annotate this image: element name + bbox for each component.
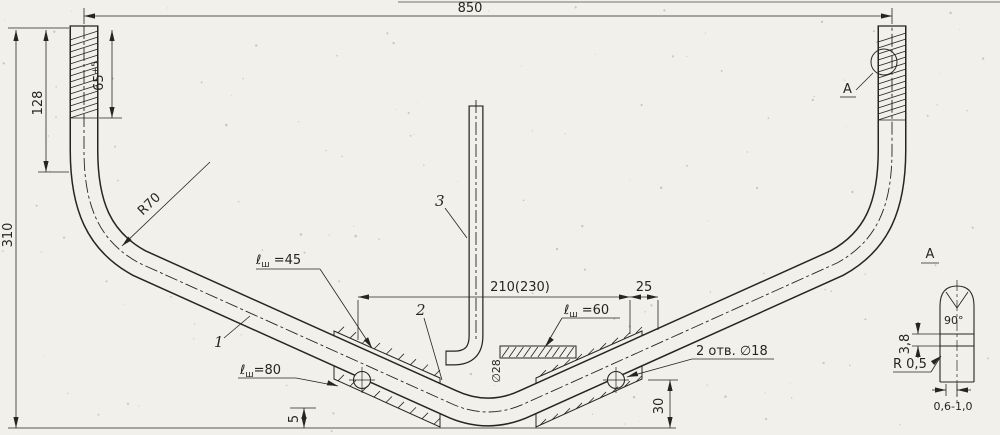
part-label-3: 3	[435, 192, 445, 210]
hole-crosshairs	[349, 367, 629, 393]
detail-callout-label: A	[843, 82, 852, 97]
weld-label-60: ℓш =60	[563, 303, 609, 320]
paper-speckles	[1, 6, 989, 432]
tube-centerline	[83, 26, 893, 413]
weld-80-symbol: ℓ	[239, 363, 245, 378]
detail-wall-dim: 3,8	[898, 334, 913, 355]
weld-45-subscript: ш	[261, 260, 269, 270]
detail-chamfer-dim: 0,6-1,0	[934, 400, 973, 413]
detail-angle-label: 90°	[944, 314, 964, 327]
weld-label-80: ℓш=80	[239, 363, 281, 380]
dim-thread-length: 65+5	[91, 61, 107, 91]
dim-bottom-right: 30	[652, 398, 667, 415]
dim-bend-radius: R70	[135, 190, 164, 219]
dim-bottom-left: 5	[287, 415, 302, 423]
part-label-2: 2	[415, 301, 426, 319]
part-label-1: 1	[214, 333, 224, 351]
dimension-lines	[8, 8, 971, 429]
detail-shape	[939, 280, 975, 402]
dimension-texts: 850 310 128 65+5 R70 210(230) 25 30 5 ∅2…	[1, 1, 852, 423]
dim-tube-diameter: ∅28	[490, 359, 503, 383]
weld-pad-hatch	[501, 346, 575, 358]
main-view: 850 310 128 65+5 R70 210(230) 25 30 5 ∅2…	[1, 1, 971, 429]
dim-upper-left: 128	[31, 91, 46, 116]
plate-holes	[349, 367, 629, 393]
weld-80-subscript: ш	[245, 370, 253, 380]
dim-plate-length: 210(230)	[490, 280, 550, 295]
holes-note: 2 отв. ∅18	[696, 344, 768, 359]
tube-outline	[69, 26, 907, 427]
center-tube-part3	[445, 100, 484, 366]
detail-callout-circle	[870, 48, 898, 76]
dimension-arrows	[13, 13, 968, 428]
weld-pad-rect	[499, 345, 577, 359]
weld-60-subscript: ш	[569, 310, 577, 320]
detail-radius-label: R 0,5	[893, 357, 927, 372]
detail-title: A	[926, 247, 935, 262]
dim-thread-main: 65	[92, 74, 107, 91]
weld-60-value: =60	[578, 303, 610, 318]
weld-45-value: =45	[270, 253, 302, 268]
weld-60-symbol: ℓ	[563, 303, 569, 318]
detail-a-view: A 90° 3,8 R 0,5 0,6-1,0	[893, 247, 975, 413]
dim-offset-right: 25	[636, 280, 653, 295]
dim-top-width: 850	[458, 1, 483, 16]
dim-thread-tolerance: +5	[91, 61, 101, 74]
weld-80-value: =80	[254, 363, 281, 378]
main-tube-part1	[69, 25, 907, 427]
weld-label-45: ℓш =45	[255, 253, 301, 270]
weld-tick-marks	[337, 326, 643, 426]
dim-overall-height: 310	[1, 223, 16, 248]
center-tube-body	[446, 106, 483, 365]
tube-body	[71, 26, 905, 425]
weld-pad	[499, 345, 577, 359]
weld-45-symbol: ℓ	[255, 253, 261, 268]
